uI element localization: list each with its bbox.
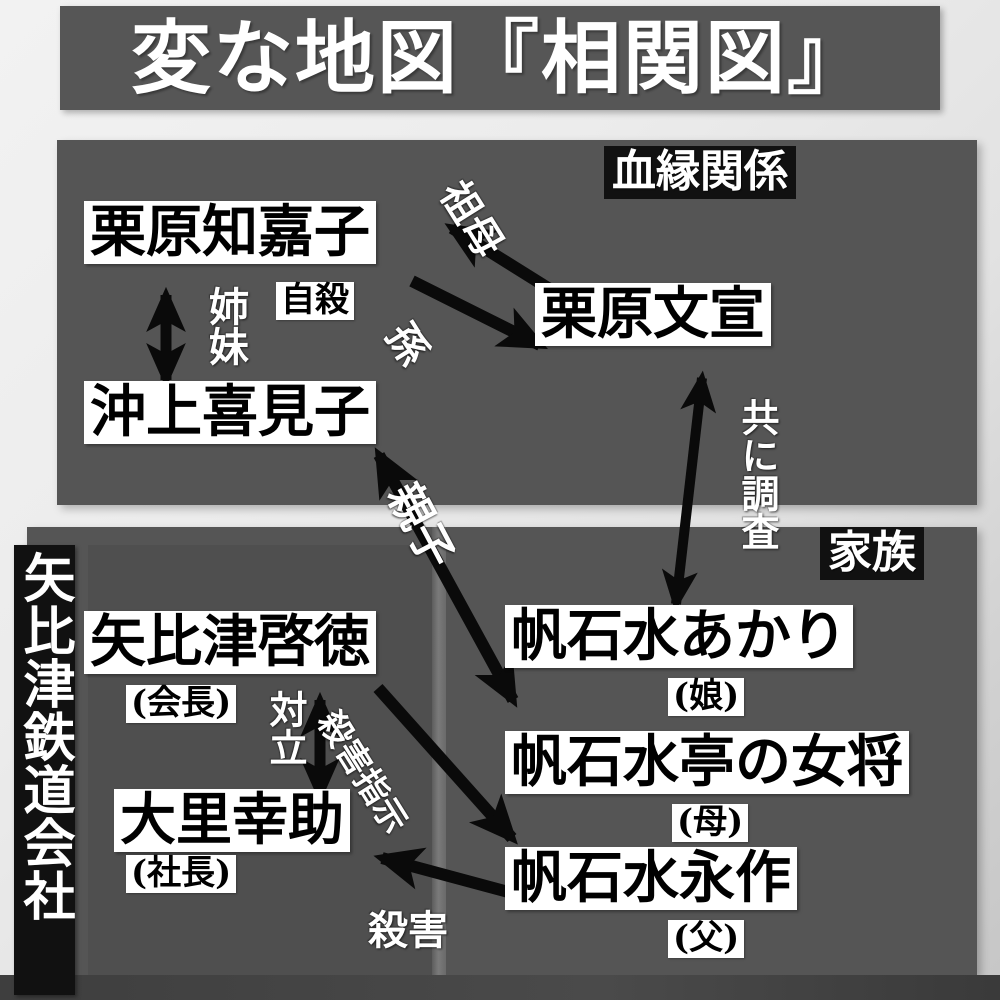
section-header-railway: 矢比津鉄道会社 [14,545,76,995]
section-header-kinship: 血縁関係 [604,146,796,199]
person-hoishimizu-eisaku[interactable]: 帆石水永作 [505,847,797,910]
note-yabitsu-keitoku: (会長) [126,685,237,723]
person-hoishimizu-akari[interactable]: 帆石水あかり [505,605,853,668]
note-hoishimizu-eisaku: (父) [668,920,745,958]
edge-label-conflict: 対立 [263,690,308,766]
person-hoishimizu-okami[interactable]: 帆石水亭の女将 [505,731,909,794]
note-hoishimizu-akari: (娘) [668,678,745,716]
note-kurihara-chikako: 自殺 [276,282,354,320]
person-yabitsu-keitoku[interactable]: 矢比津啓徳 [84,611,376,674]
note-hoishimizu-okami: (母) [672,804,749,842]
page-title: 変な地図『相関図』 [131,11,869,105]
note-osato-kosuke: (社長) [126,855,237,893]
person-osato-kosuke[interactable]: 大里幸助 [114,789,350,852]
bottom-strip [0,975,1000,1000]
person-kurihara-chikako[interactable]: 栗原知嘉子 [84,201,376,264]
kinship-panel [57,140,977,505]
section-header-family: 家族 [820,527,924,580]
title-banner: 変な地図『相関図』 [60,6,940,110]
edge-label-investigate: 共に調査 [735,398,780,550]
edge-label-murder: 殺害 [368,907,448,954]
person-okigami-kimiko[interactable]: 沖上喜見子 [84,381,376,444]
edge-label-sisters: 姉妹 [202,286,249,366]
person-kurihara-fuminobu[interactable]: 栗原文宣 [535,283,771,346]
